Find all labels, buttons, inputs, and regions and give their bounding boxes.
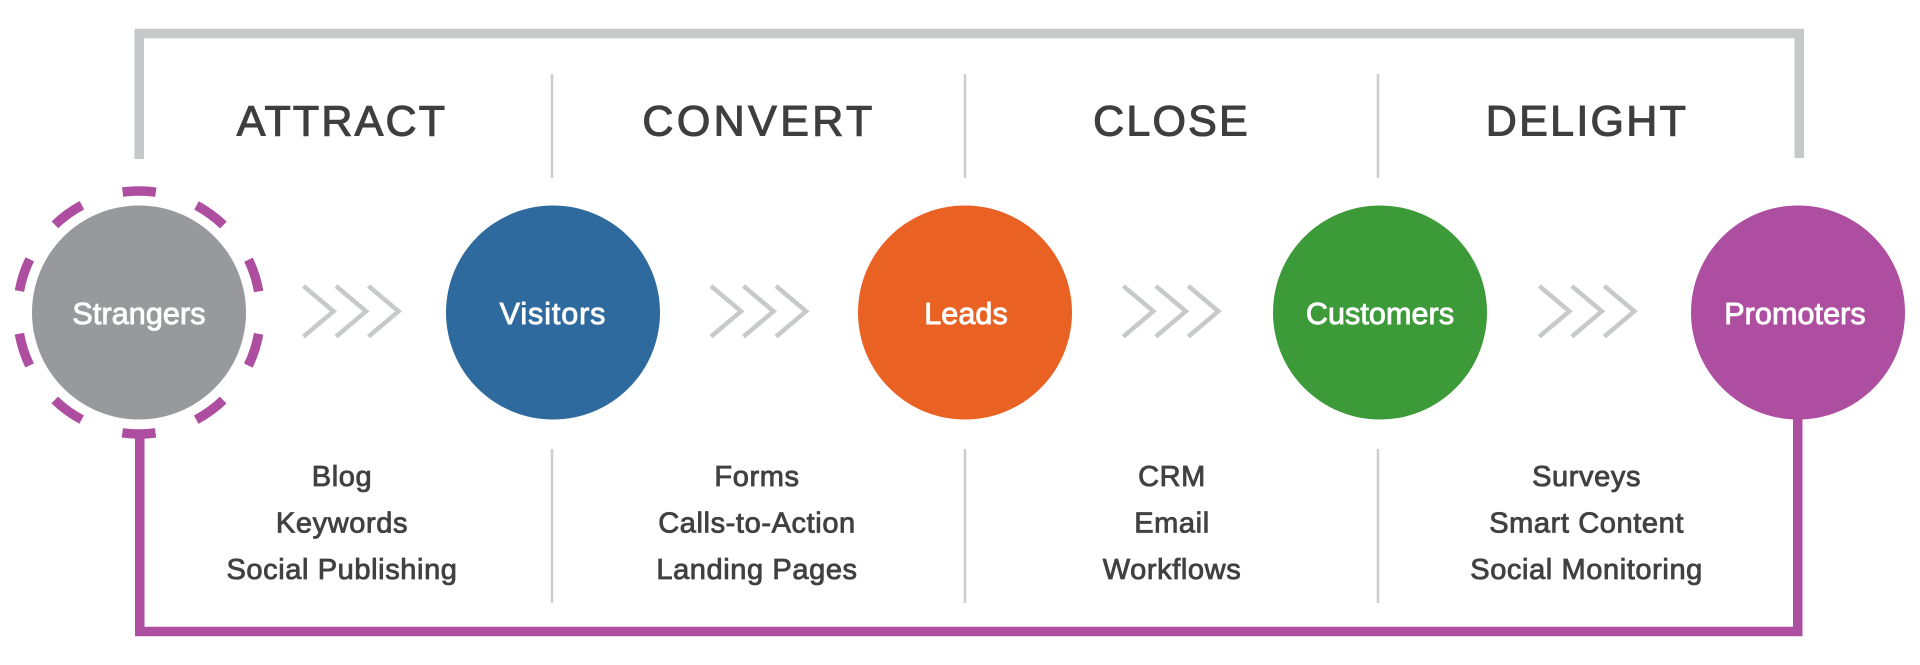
svg-text:Email: Email xyxy=(1134,508,1210,540)
svg-text:CLOSE: CLOSE xyxy=(1093,98,1250,146)
svg-text:DELIGHT: DELIGHT xyxy=(1486,98,1688,146)
svg-text:Calls-to-Action: Calls-to-Action xyxy=(658,508,856,540)
svg-text:CONVERT: CONVERT xyxy=(642,98,875,146)
svg-text:Blog: Blog xyxy=(312,461,372,493)
svg-text:Keywords: Keywords xyxy=(276,508,408,540)
svg-text:Smart Content: Smart Content xyxy=(1489,508,1684,540)
svg-text:Landing Pages: Landing Pages xyxy=(656,554,857,586)
svg-text:Promoters: Promoters xyxy=(1724,297,1866,331)
svg-text:ATTRACT: ATTRACT xyxy=(237,98,447,146)
svg-text:CRM: CRM xyxy=(1138,461,1206,493)
svg-text:Workflows: Workflows xyxy=(1103,554,1242,586)
svg-text:Forms: Forms xyxy=(714,461,799,493)
svg-text:Leads: Leads xyxy=(924,297,1008,331)
svg-text:Social Monitoring: Social Monitoring xyxy=(1470,554,1703,586)
svg-text:Social Publishing: Social Publishing xyxy=(226,554,457,586)
svg-text:Customers: Customers xyxy=(1306,297,1454,331)
svg-text:Surveys: Surveys xyxy=(1532,461,1641,493)
svg-text:Visitors: Visitors xyxy=(500,297,607,331)
svg-text:Strangers: Strangers xyxy=(72,297,205,331)
